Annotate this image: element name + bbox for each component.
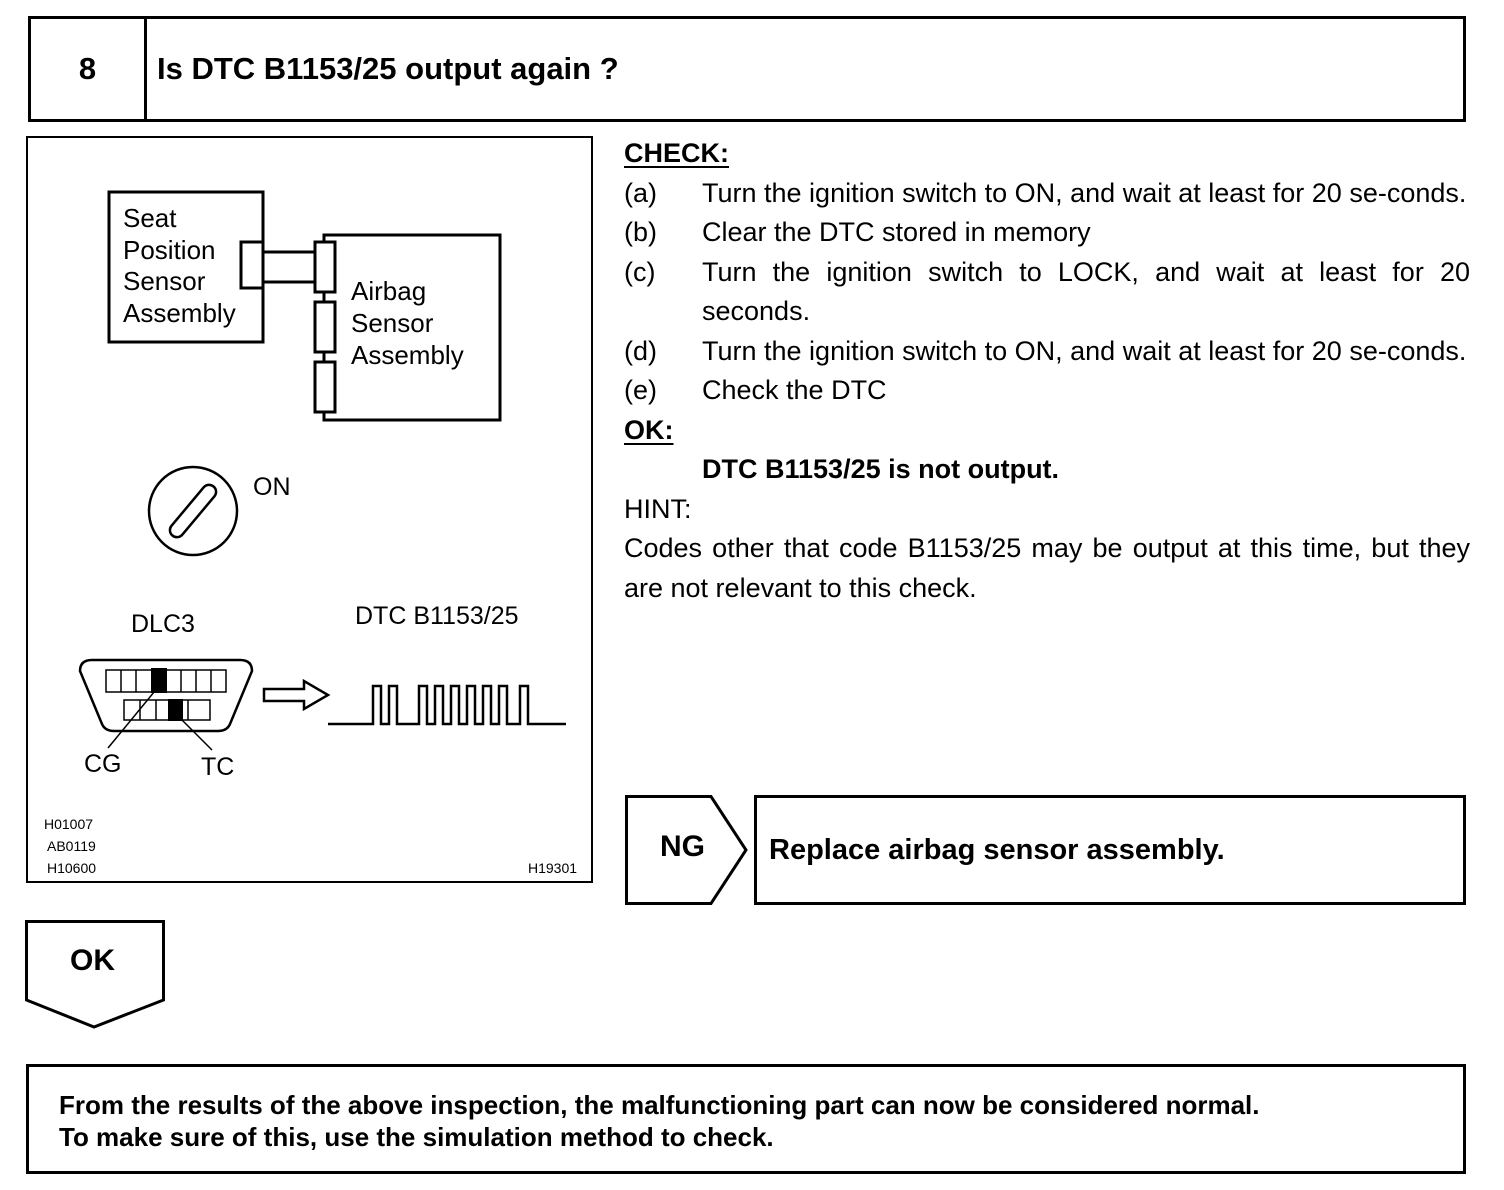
ok-heading: OK: [624, 414, 674, 445]
ref-code-3: H10600 [47, 860, 96, 876]
hint-heading: HINT: [624, 493, 692, 524]
ok-branch-arrow [25, 920, 165, 1029]
seat-sensor-label-3: Sensor [123, 266, 206, 296]
cg-leader-line [107, 685, 160, 749]
tc-pin [168, 699, 183, 721]
ng-action-text: Replace airbag sensor assembly. [769, 833, 1225, 866]
check-step-text: Turn the ignition switch to ON, and wait… [702, 177, 1467, 208]
ignition-key-slot [168, 483, 218, 539]
airbag-sensor-label-2: Sensor [351, 308, 434, 338]
check-step-label: (d) [624, 335, 657, 366]
airbag-connector-3 [313, 360, 337, 414]
hint-text: Codes other that code B1153/25 may be ou… [624, 533, 1470, 603]
result-box: From the results of the above inspection… [26, 1064, 1466, 1174]
airbag-sensor-label-1: Airbag [351, 276, 426, 306]
result-line-1: From the results of the above inspection… [59, 1090, 1260, 1120]
check-step-label: (c) [624, 256, 656, 287]
airbag-connector-2 [313, 300, 337, 354]
ignition-on-label: ON [253, 473, 291, 501]
ok-label: OK [70, 944, 115, 977]
seat-sensor-connector [239, 240, 265, 290]
check-step-d: (d) Turn the ignition switch to ON, and … [624, 332, 1470, 372]
check-heading: CHECK: [624, 138, 729, 168]
ref-code-2: AB0119 [47, 838, 96, 854]
check-step-c: (c) Turn the ignition switch to LOCK, an… [624, 253, 1470, 332]
result-text: From the results of the above inspection… [59, 1089, 1260, 1153]
ref-code-1: H01007 [44, 816, 93, 832]
seat-sensor-label-2: Position [123, 235, 216, 265]
cg-label: CG [84, 750, 122, 778]
check-step-b: (b) Clear the DTC stored in memory [624, 213, 1470, 253]
check-step-label: (e) [624, 375, 657, 405]
step-title: Is DTC B1153/25 output again ? [157, 51, 619, 86]
dtc-label: DTC B1153/25 [355, 602, 519, 630]
ignition-key-icon [147, 465, 239, 557]
check-step-label: (b) [624, 217, 657, 247]
dlc3-connector-icon [78, 658, 254, 733]
arrow-right-icon [262, 678, 331, 712]
check-step-text: Clear the DTC stored in memory [702, 217, 1091, 247]
result-line-2: To make sure of this, use the simulation… [59, 1122, 774, 1152]
airbag-connector-1 [313, 240, 337, 294]
check-step-label: (a) [624, 177, 657, 208]
seat-sensor-label-1: Seat [123, 203, 177, 233]
dtc-waveform [328, 684, 566, 726]
tc-label: TC [201, 753, 234, 781]
check-step-text: Check the DTC [702, 375, 887, 405]
ng-branch-arrow [625, 795, 748, 905]
check-step-e: (e) Check the DTC [624, 371, 1470, 411]
seat-sensor-label-4: Assembly [123, 298, 236, 328]
ng-action-box: Replace airbag sensor assembly. [754, 795, 1466, 905]
wiring-figure: Seat Position Sensor Assembly Airbag Sen… [26, 136, 593, 883]
figure-id: H19301 [528, 860, 577, 876]
airbag-sensor-label-3: Assembly [351, 340, 464, 370]
check-step-text: Turn the ignition switch to LOCK, and wa… [702, 256, 1470, 327]
ok-criteria: DTC B1153/25 is not output. [702, 454, 1060, 484]
dlc3-label: DLC3 [131, 610, 195, 638]
step-number: 8 [31, 19, 147, 119]
check-section: CHECK: (a) Turn the ignition switch to O… [624, 134, 1470, 608]
ng-label: NG [660, 830, 705, 863]
step-header: 8 Is DTC B1153/25 output again ? [28, 16, 1466, 122]
figure-drawing: Seat Position Sensor Assembly Airbag Sen… [44, 190, 577, 876]
check-step-a: (a) Turn the ignition switch to ON, and … [624, 174, 1470, 214]
check-step-text: Turn the ignition switch to ON, and wait… [702, 335, 1467, 366]
tc-leader-line [174, 712, 213, 751]
cg-pin [151, 668, 167, 693]
